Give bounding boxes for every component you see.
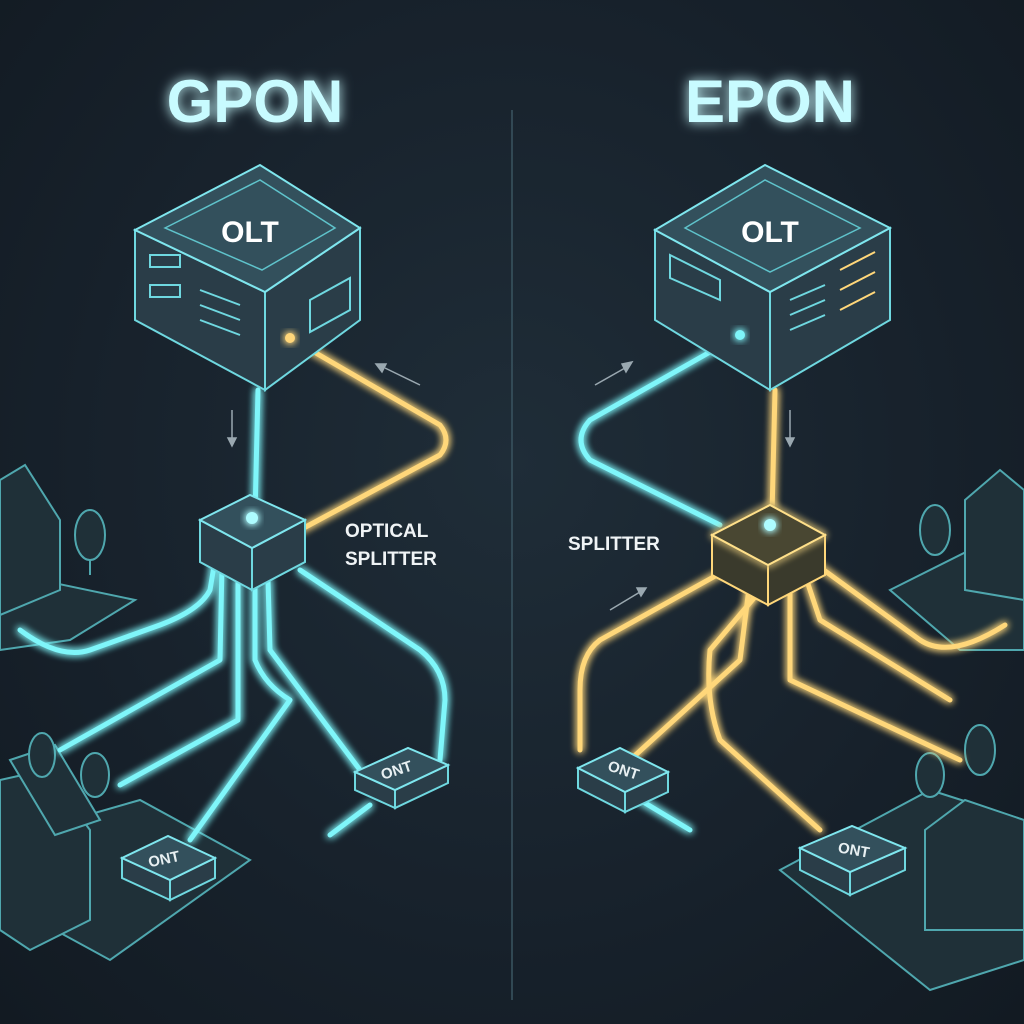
gpon-ont-1: ONT xyxy=(352,746,451,810)
gpon-splitter-label-line2: SPLITTER xyxy=(345,549,437,570)
gpon-drop-6 xyxy=(297,567,448,763)
epon-splitter xyxy=(709,503,828,607)
gpon-olt: OLT xyxy=(132,163,362,392)
gpon-drop-4 xyxy=(187,582,293,843)
epon-splitter-label: SPLITTER xyxy=(568,534,660,555)
gpon-drop-1 xyxy=(17,557,218,655)
gpon-drop-5 xyxy=(265,577,363,773)
epon-ont-lead xyxy=(637,797,693,833)
epon-title: EPON xyxy=(685,68,855,135)
gpon-drop-2 xyxy=(57,562,225,753)
epon-cables xyxy=(577,332,1008,833)
gpon-upstream-feeder xyxy=(287,335,449,533)
epon-ont-2: ONT xyxy=(797,824,908,897)
epon-drop-4 xyxy=(787,582,963,763)
epon-ont-2-label: ONT xyxy=(837,839,871,861)
gpon-ont-lead xyxy=(327,802,373,838)
gpon-downstream-feeder xyxy=(252,387,261,518)
direction-arrows xyxy=(226,360,796,611)
house-right-top xyxy=(888,468,1024,651)
house-left-bottom xyxy=(0,732,252,962)
gpon-olt-label: OLT xyxy=(221,216,279,249)
epon-ont-1: ONT xyxy=(575,746,671,814)
epon-drop-3 xyxy=(706,582,823,833)
epon-drop-6 xyxy=(807,557,1008,650)
gpon-ont-2: ONT xyxy=(119,834,218,902)
gpon-drop-3 xyxy=(117,577,241,788)
gpon-ont-2-label: ONT xyxy=(147,848,182,871)
gpon-title: GPON xyxy=(167,68,344,135)
epon-olt-label: OLT xyxy=(741,216,799,249)
gpon-splitter-label-line1: OPTICAL xyxy=(345,521,429,542)
house-left-top xyxy=(0,463,138,652)
epon-upstream-feeder xyxy=(769,387,778,518)
epon-drop-5 xyxy=(802,572,953,703)
gpon-cables xyxy=(17,335,449,843)
epon-downstream-feeder xyxy=(578,332,743,528)
epon-olt: OLT xyxy=(652,163,893,392)
gpon-optical-splitter xyxy=(197,493,308,592)
epon-drop-2 xyxy=(627,577,753,763)
epon-drop-1 xyxy=(577,562,738,753)
